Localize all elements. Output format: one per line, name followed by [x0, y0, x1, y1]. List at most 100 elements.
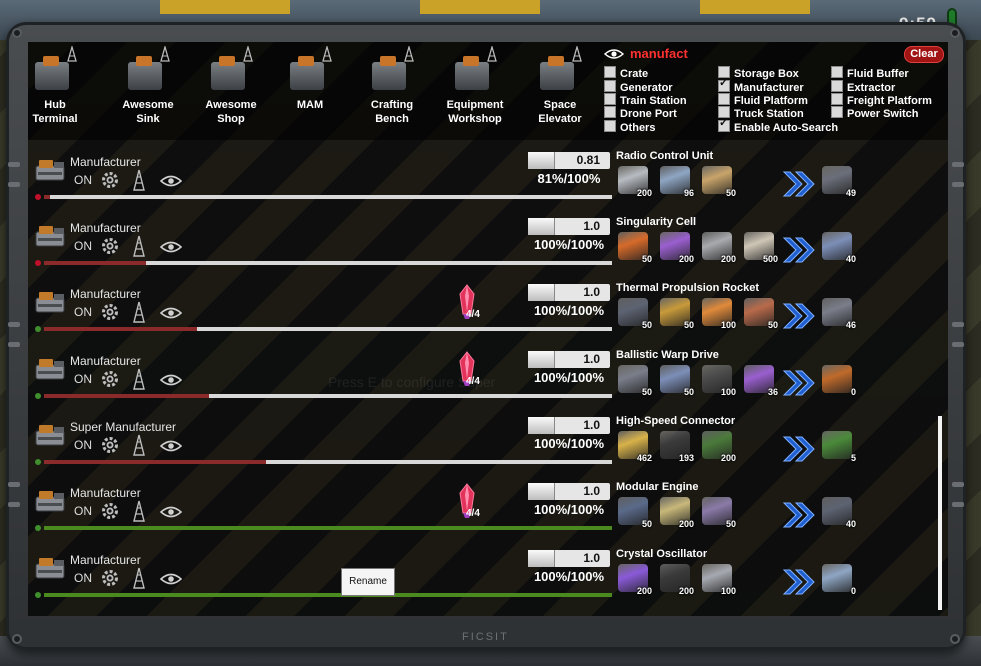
slider-handle[interactable]: [528, 152, 555, 169]
circuit-board-icon[interactable]: 200: [700, 431, 736, 463]
building-tab[interactable]: Awesome Shop: [191, 44, 271, 126]
quickwire-icon[interactable]: 462: [616, 431, 652, 463]
filter-checkbox[interactable]: Drone Port: [604, 106, 677, 120]
building-tab[interactable]: Equipment Workshop: [435, 44, 515, 126]
clock-speed-slider[interactable]: 1.0: [528, 218, 610, 235]
clock-speed-value[interactable]: 1.0: [583, 484, 600, 498]
eye-icon[interactable]: [160, 241, 182, 253]
machine-name[interactable]: Manufacturer: [70, 486, 141, 500]
slider-handle[interactable]: [528, 351, 555, 368]
clock-speed-value[interactable]: 1.0: [583, 219, 600, 233]
gear-icon[interactable]: [100, 302, 120, 322]
machine-row[interactable]: Super Manufacturer ON: [28, 413, 948, 479]
gear-icon[interactable]: [100, 568, 120, 588]
aluminum-casing-icon[interactable]: 200: [616, 166, 652, 198]
reinforced-iron-plate-icon[interactable]: 100: [700, 564, 736, 596]
eye-icon[interactable]: [160, 506, 182, 518]
eye-icon[interactable]: [160, 573, 182, 585]
high-speed-connector-icon[interactable]: 5: [820, 431, 856, 463]
building-tab[interactable]: Space Elevator: [520, 44, 600, 126]
singularity-cell-icon[interactable]: 50: [658, 365, 694, 397]
checkbox-icon[interactable]: [604, 80, 616, 92]
filter-checkbox[interactable]: ✓Manufacturer: [718, 78, 804, 94]
filter-checkbox[interactable]: Train Station: [604, 93, 687, 107]
fused-modular-frame-icon[interactable]: 50: [742, 298, 778, 330]
clock-speed-slider[interactable]: 1.0: [528, 284, 610, 301]
tower-icon[interactable]: [130, 434, 148, 456]
iron-plate-icon[interactable]: 200: [700, 232, 736, 264]
modular-engine-icon[interactable]: 40: [820, 497, 856, 529]
filter-checkbox[interactable]: Generator: [604, 80, 673, 94]
crystal-oscillator-icon[interactable]: 96: [658, 166, 694, 198]
machine-row[interactable]: Manufacturer ON: [28, 479, 948, 545]
search-input[interactable]: manufact: [630, 46, 688, 61]
filter-checkbox[interactable]: ✓Enable Auto-Search: [718, 118, 838, 134]
eye-icon[interactable]: [160, 307, 182, 319]
dark-matter-crystal-icon[interactable]: 36: [742, 365, 778, 397]
clock-speed-value[interactable]: 0.81: [576, 153, 600, 167]
scrollbar[interactable]: [938, 416, 942, 610]
machine-name[interactable]: Manufacturer: [70, 354, 141, 368]
slider-handle[interactable]: [528, 218, 555, 235]
slider-handle[interactable]: [528, 284, 555, 301]
tower-icon[interactable]: [130, 368, 148, 390]
motor-icon[interactable]: 50: [616, 497, 652, 529]
checkbox-icon[interactable]: [604, 66, 616, 78]
dark-matter-crystal-icon[interactable]: 200: [658, 232, 694, 264]
checkbox-icon[interactable]: [718, 93, 730, 105]
machine-name[interactable]: Manufacturer: [70, 221, 141, 235]
machine-name[interactable]: Manufacturer: [70, 287, 141, 301]
singularity-cell-icon[interactable]: 40: [820, 232, 856, 264]
smart-plating-icon[interactable]: 50: [700, 497, 736, 529]
ballistic-warp-drive-icon[interactable]: 0: [820, 365, 856, 397]
checkbox-icon[interactable]: [831, 66, 843, 78]
eye-icon[interactable]: [160, 374, 182, 386]
eye-icon[interactable]: [160, 440, 182, 452]
superposition-oscillator-icon[interactable]: 100: [700, 365, 736, 397]
clear-button[interactable]: Clear: [904, 46, 944, 63]
slider-handle[interactable]: [528, 483, 555, 500]
clock-speed-slider[interactable]: 1.0: [528, 417, 610, 434]
power-toggle[interactable]: ON: [74, 239, 92, 253]
filter-checkbox[interactable]: Fluid Platform: [718, 93, 808, 107]
clock-speed-value[interactable]: 1.0: [583, 418, 600, 432]
quartz-crystal-icon[interactable]: 200: [616, 564, 652, 596]
tower-icon[interactable]: [130, 301, 148, 323]
checkbox-icon[interactable]: ✓: [718, 118, 730, 132]
clock-speed-slider[interactable]: 1.0: [528, 483, 610, 500]
machine-row[interactable]: Manufacturer ON: [28, 280, 948, 346]
tower-icon[interactable]: [130, 500, 148, 522]
rename-tooltip[interactable]: Rename: [341, 568, 395, 596]
tower-icon[interactable]: [130, 169, 148, 191]
checkbox-icon[interactable]: ✓: [718, 78, 730, 92]
tower-icon[interactable]: [130, 235, 148, 257]
clock-speed-value[interactable]: 1.0: [583, 551, 600, 565]
power-toggle[interactable]: ON: [74, 173, 92, 187]
checkbox-icon[interactable]: [831, 93, 843, 105]
checkbox-icon[interactable]: [604, 93, 616, 105]
modular-engine-icon[interactable]: 50: [616, 298, 652, 330]
checkbox-icon[interactable]: [831, 80, 843, 92]
eye-icon[interactable]: [160, 175, 182, 187]
concrete-icon[interactable]: 500: [742, 232, 778, 264]
cooling-system-icon[interactable]: 100: [700, 298, 736, 330]
rubber-icon[interactable]: 200: [658, 497, 694, 529]
machine-name[interactable]: Super Manufacturer: [70, 420, 177, 434]
building-tab[interactable]: Crafting Bench: [352, 44, 432, 126]
gear-icon[interactable]: [100, 369, 120, 389]
power-toggle[interactable]: ON: [74, 504, 92, 518]
power-toggle[interactable]: ON: [74, 438, 92, 452]
turbo-motor-icon[interactable]: 50: [658, 298, 694, 330]
nuclear-pasta-icon[interactable]: 50: [616, 232, 652, 264]
tower-icon[interactable]: [130, 567, 148, 589]
power-toggle[interactable]: ON: [74, 571, 92, 585]
checkbox-icon[interactable]: [604, 120, 616, 132]
radio-control-unit-icon[interactable]: 49: [820, 166, 856, 198]
gear-icon[interactable]: [100, 501, 120, 521]
checkbox-icon[interactable]: [718, 66, 730, 78]
clock-speed-slider[interactable]: 0.81: [528, 152, 610, 169]
cable-icon[interactable]: 200: [658, 564, 694, 596]
machine-name[interactable]: Manufacturer: [70, 155, 141, 169]
gear-icon[interactable]: [100, 236, 120, 256]
clock-speed-slider[interactable]: 1.0: [528, 351, 610, 368]
